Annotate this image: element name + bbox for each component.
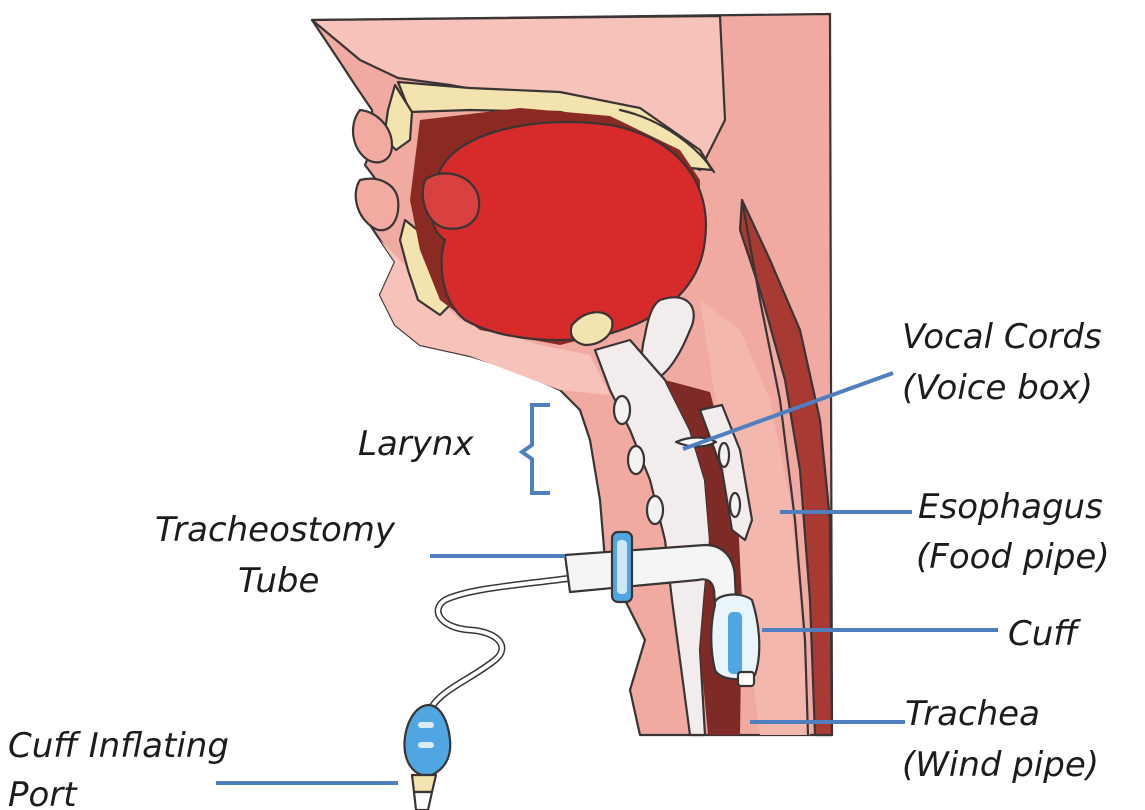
label-food-pipe: (Food pipe) xyxy=(916,537,1110,577)
label-wind-pipe: (Wind pipe) xyxy=(902,745,1099,785)
valve-stem xyxy=(414,792,432,810)
cartilage-ring xyxy=(614,396,630,424)
label-esophagus: Esophagus xyxy=(918,487,1103,527)
label-vocal-cords: Vocal Cords xyxy=(902,317,1102,357)
pilot-line-inner xyxy=(430,578,572,710)
label-larynx: Larynx xyxy=(358,424,474,464)
cartilage-ring xyxy=(647,496,663,524)
label-voice-box: (Voice box) xyxy=(902,368,1093,408)
pilot-balloon xyxy=(404,705,450,776)
label-tube: Tube xyxy=(238,561,319,601)
labels: Vocal Cords (Voice box) Larynx Esophagus… xyxy=(8,317,1110,810)
lower-lip xyxy=(356,179,399,230)
inflation-valve xyxy=(412,775,436,792)
label-trachea: Trachea xyxy=(905,694,1040,734)
pilot-balloon-mark xyxy=(418,742,434,748)
label-port: Port xyxy=(8,775,78,810)
cartilage-ring xyxy=(719,443,729,467)
larynx-bracket xyxy=(522,405,550,493)
tube-cuff-fill xyxy=(728,612,742,674)
label-cuff-inflating: Cuff Inflating xyxy=(8,726,229,766)
tube-flange-inner xyxy=(617,540,627,594)
cartilage-ring xyxy=(730,493,740,517)
label-tracheostomy: Tracheostomy xyxy=(155,510,396,550)
tongue-tip xyxy=(423,173,479,228)
tube-tip xyxy=(738,672,754,686)
cartilage-ring xyxy=(628,446,644,474)
pilot-balloon-mark xyxy=(418,722,434,728)
label-cuff: Cuff xyxy=(1008,614,1081,654)
